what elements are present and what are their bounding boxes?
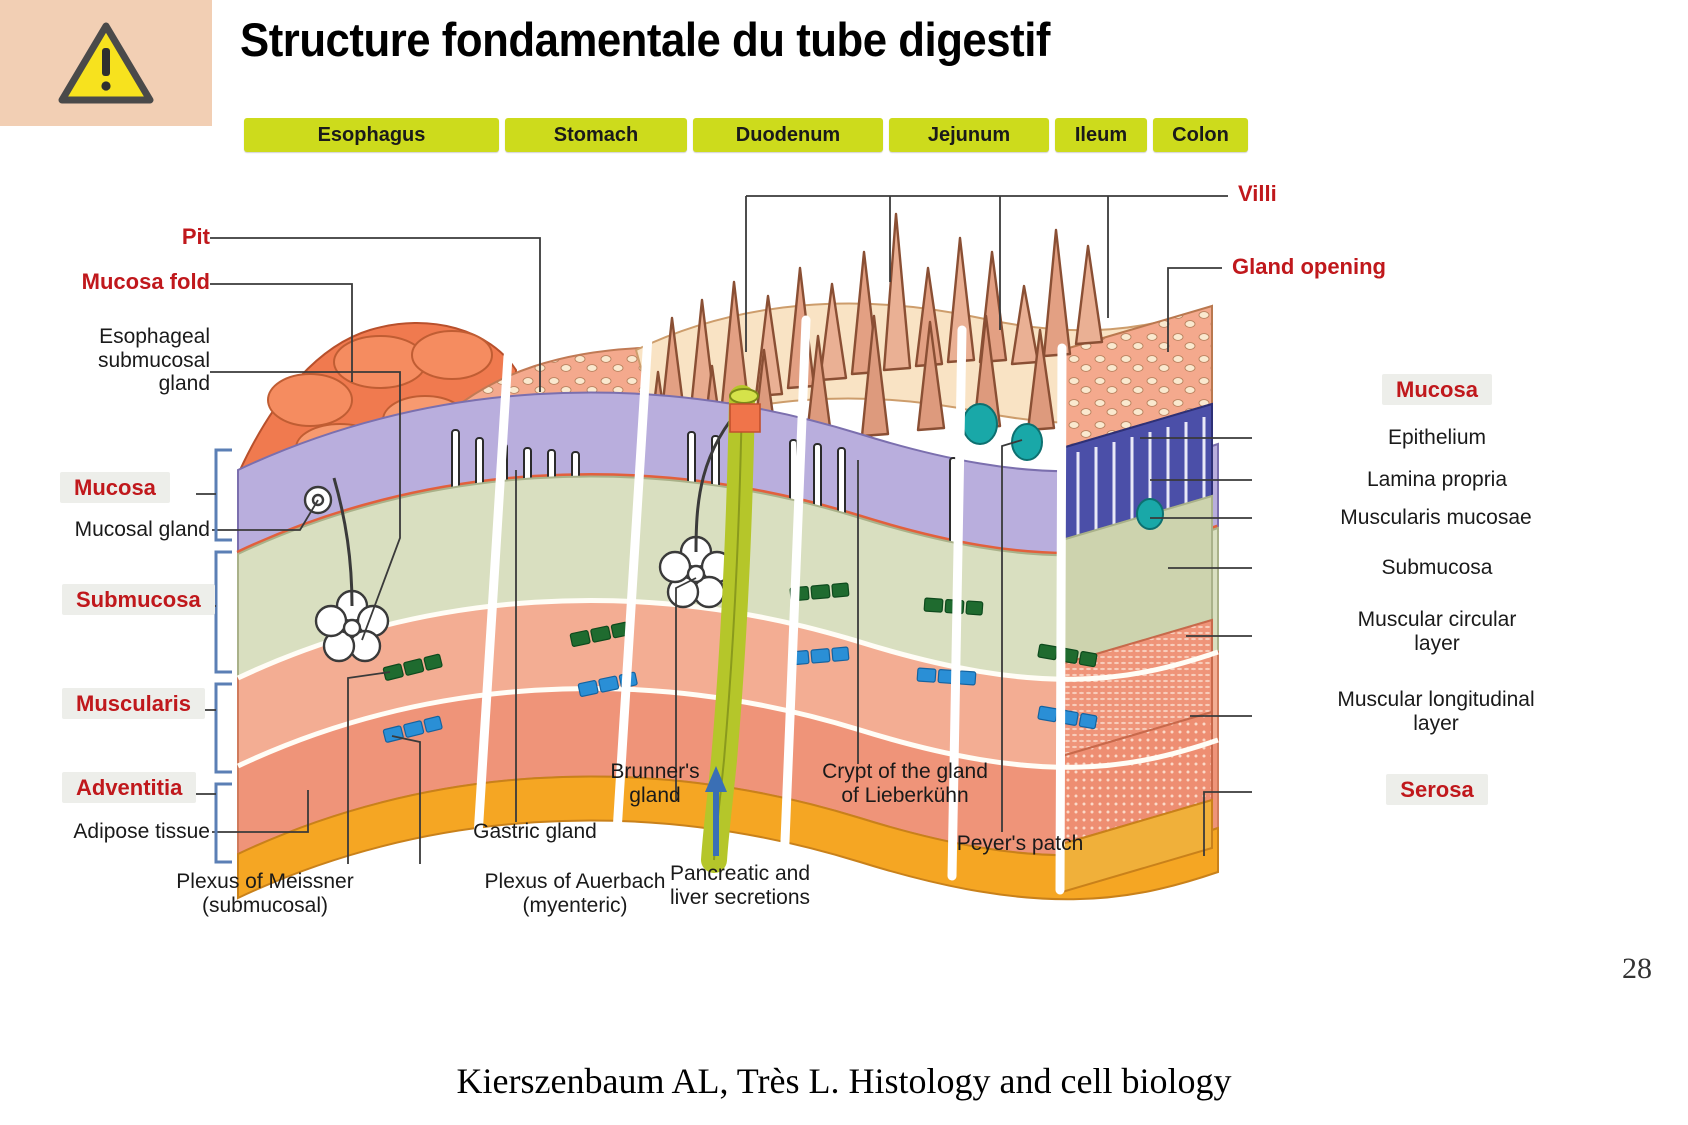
label-mucosa-fold: Mucosa fold	[81, 269, 210, 294]
label-adventitia-left-wrap: Adventitia	[62, 772, 197, 803]
label-gastric-gland: Gastric gland	[473, 820, 597, 843]
segment-dividers	[469, 315, 1067, 905]
label-submucosa-left-wrap: Submucosa	[62, 584, 215, 615]
label-muscularis-left-wrap: Muscularis	[62, 688, 205, 719]
label-esophageal-submucosal-gland: Esophageal submucosal gland	[97, 325, 210, 396]
label-crypt-of-lieberkuhn: Crypt of the gland of Lieberkühn	[822, 760, 988, 807]
label-villi: Villi	[1238, 181, 1277, 206]
label-epithelium: Epithelium	[1387, 426, 1487, 449]
segment-tab-label: Duodenum	[735, 123, 841, 146]
segment-tab-label: Stomach	[553, 123, 639, 146]
page-number: 28	[1622, 952, 1652, 985]
label-mucosa-left: Mucosa	[60, 472, 170, 503]
segment-tab-label: Esophagus	[317, 123, 426, 146]
label-pit: Pit	[181, 224, 210, 249]
segment-tab-jejunum[interactable]: Jejunum	[889, 118, 1049, 152]
label-submucosa-right: Submucosa	[1381, 556, 1493, 579]
label-adipose-tissue: Adipose tissue	[73, 820, 210, 843]
label-peyers-patch: Peyer's patch	[956, 832, 1084, 855]
segment-tab-stomach[interactable]: Stomach	[505, 118, 687, 152]
label-plexus-of-auerbach: Plexus of Auerbach (myenteric)	[484, 870, 666, 917]
label-muscular-circular-layer: Muscular circular layer	[1357, 608, 1517, 655]
layer-brackets	[214, 448, 232, 864]
pancreatic-secretion-arrow	[705, 766, 727, 856]
segment-tab-duodenum[interactable]: Duodenum	[693, 118, 883, 152]
label-muscular-longitudinal-layer: Muscular longitudinal layer	[1337, 688, 1535, 735]
label-submucosa-left: Submucosa	[62, 584, 215, 615]
label-muscularis-left: Muscularis	[62, 688, 205, 719]
source-citation: Kierszenbaum AL, Très L. Histology and c…	[456, 1061, 1232, 1101]
segment-tab-label: Colon	[1172, 123, 1229, 146]
label-mucosa-right: Mucosa	[1382, 374, 1492, 405]
segment-tab-ileum[interactable]: Ileum	[1055, 118, 1147, 152]
peyers-patch-nodules	[962, 403, 1164, 530]
label-mucosa-right-wrap: Mucosa	[1262, 374, 1612, 405]
label-plexus-of-meissner: Plexus of Meissner (submucosal)	[176, 870, 354, 917]
warning-badge	[0, 0, 212, 126]
label-serosa: Serosa	[1386, 774, 1488, 805]
page-title: Structure fondamentale du tube digestif	[240, 13, 1050, 66]
label-muscularis-mucosae: Muscularis mucosae	[1340, 506, 1532, 529]
label-lamina-propria: Lamina propria	[1366, 468, 1508, 491]
segment-tab-esophagus[interactable]: Esophagus	[244, 118, 499, 152]
segment-tab-colon[interactable]: Colon	[1153, 118, 1248, 152]
label-gland-opening: Gland opening	[1232, 254, 1386, 279]
segment-tabs: Esophagus Stomach Duodenum Jejunum Ileum…	[244, 118, 1248, 152]
warning-triangle-icon	[58, 22, 154, 104]
label-mucosa-left-wrap: Mucosa	[60, 472, 170, 503]
leader-lines	[210, 195, 1252, 864]
label-serosa-wrap: Serosa	[1262, 774, 1612, 805]
label-brunners-gland: Brunner's gland	[610, 760, 700, 807]
label-pancreatic-liver-secretions: Pancreatic and liver secretions	[669, 862, 811, 909]
segment-tab-label: Ileum	[1074, 123, 1128, 146]
segment-tab-label: Jejunum	[927, 123, 1011, 146]
label-mucosal-gland: Mucosal gland	[74, 518, 210, 541]
label-adventitia-left: Adventitia	[62, 772, 197, 803]
